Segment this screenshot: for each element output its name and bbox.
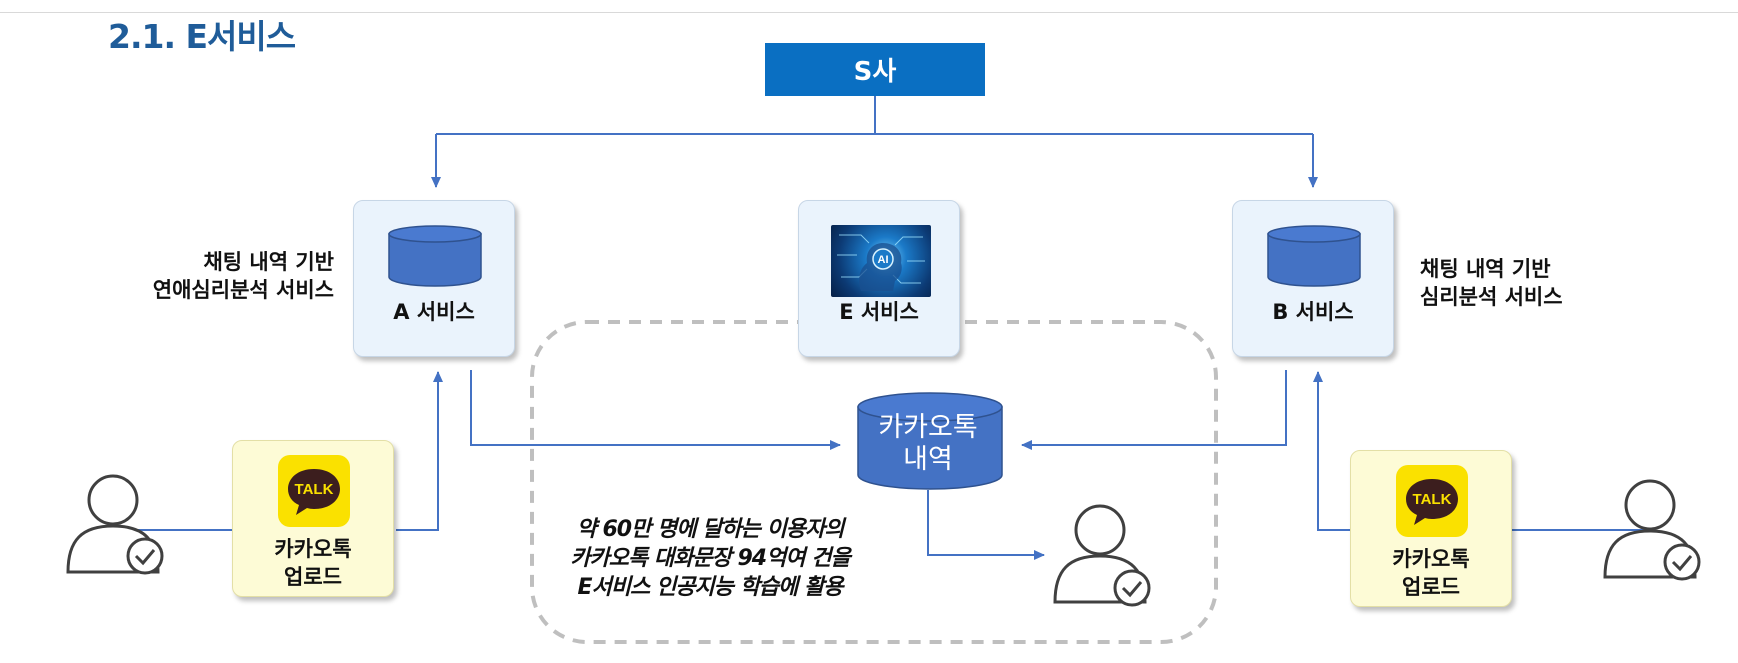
company-label: S사 <box>853 57 897 87</box>
arrow-upload-to-b <box>1313 371 1350 531</box>
note-line-3: E서비스 인공지능 학습에 활용 <box>577 575 844 600</box>
ai-badge-text: AI <box>878 254 889 266</box>
right-caption-line-1: 카카오톡 <box>1392 547 1470 571</box>
user-icon-center <box>1053 504 1151 607</box>
right-caption-line-2: 업로드 <box>1402 575 1460 599</box>
b-service-description: 채팅 내역 기반 심리분석 서비스 <box>1420 255 1563 311</box>
a-service-card: A 서비스 <box>353 200 515 357</box>
talk-logo-text: TALK <box>1413 491 1452 508</box>
user-icon-left <box>66 474 164 575</box>
b-desc-line-1: 채팅 내역 기반 <box>1420 257 1551 281</box>
db-label: 카카오톡 내역 <box>848 412 1008 476</box>
note-line-2: 카카오톡 대화문장 94억여 건을 <box>570 546 850 571</box>
left-upload-card: TALK 카카오톡 업로드 <box>232 440 394 597</box>
b-service-card: B 서비스 <box>1232 200 1394 357</box>
db-cylinder-center <box>857 392 1003 490</box>
a-desc-line-1: 채팅 내역 기반 <box>203 250 334 274</box>
note-line-1: 약 60만 명에 달하는 이용자의 <box>576 517 845 542</box>
left-caption-line-1: 카카오톡 <box>274 537 352 561</box>
training-note: 약 60만 명에 달하는 이용자의 카카오톡 대화문장 94억여 건을 E서비스… <box>520 515 900 602</box>
db-label-line-2: 내역 <box>903 444 953 475</box>
talk-logo-text: TALK <box>295 481 334 498</box>
arrow-b-to-db <box>1021 370 1287 450</box>
a-service-label: A 서비스 <box>393 300 475 324</box>
dashed-region <box>530 320 1218 644</box>
e-service-label: E 서비스 <box>839 300 919 324</box>
user-icon-right <box>1603 479 1701 581</box>
kakaotalk-logo-icon: TALK <box>278 455 350 527</box>
arrow-a-to-db <box>470 370 841 450</box>
left-upload-caption: 카카오톡 업로드 <box>233 535 393 591</box>
database-icon <box>388 225 482 287</box>
db-label-line-1: 카카오톡 <box>878 412 978 443</box>
ai-brain-image: AI <box>831 225 931 297</box>
b-service-label: B 서비스 <box>1272 300 1354 324</box>
database-icon <box>1267 225 1361 287</box>
right-upload-card: TALK 카카오톡 업로드 <box>1350 450 1512 607</box>
a-desc-line-2: 연애심리분석 서비스 <box>152 278 334 302</box>
page-title: 2.1. E서비스 <box>108 17 296 56</box>
kakaotalk-logo-icon: TALK <box>1396 465 1468 537</box>
a-service-description: 채팅 내역 기반 연애심리분석 서비스 <box>153 248 334 304</box>
top-divider <box>0 12 1738 13</box>
company-box: S사 <box>765 43 985 96</box>
arrow-db-to-user <box>927 490 1045 560</box>
b-desc-line-2: 심리분석 서비스 <box>1420 285 1563 309</box>
left-caption-line-2: 업로드 <box>284 565 342 589</box>
e-service-card: AI E 서비스 <box>798 200 960 357</box>
arrow-upload-to-a <box>396 371 443 531</box>
right-upload-caption: 카카오톡 업로드 <box>1351 545 1511 601</box>
